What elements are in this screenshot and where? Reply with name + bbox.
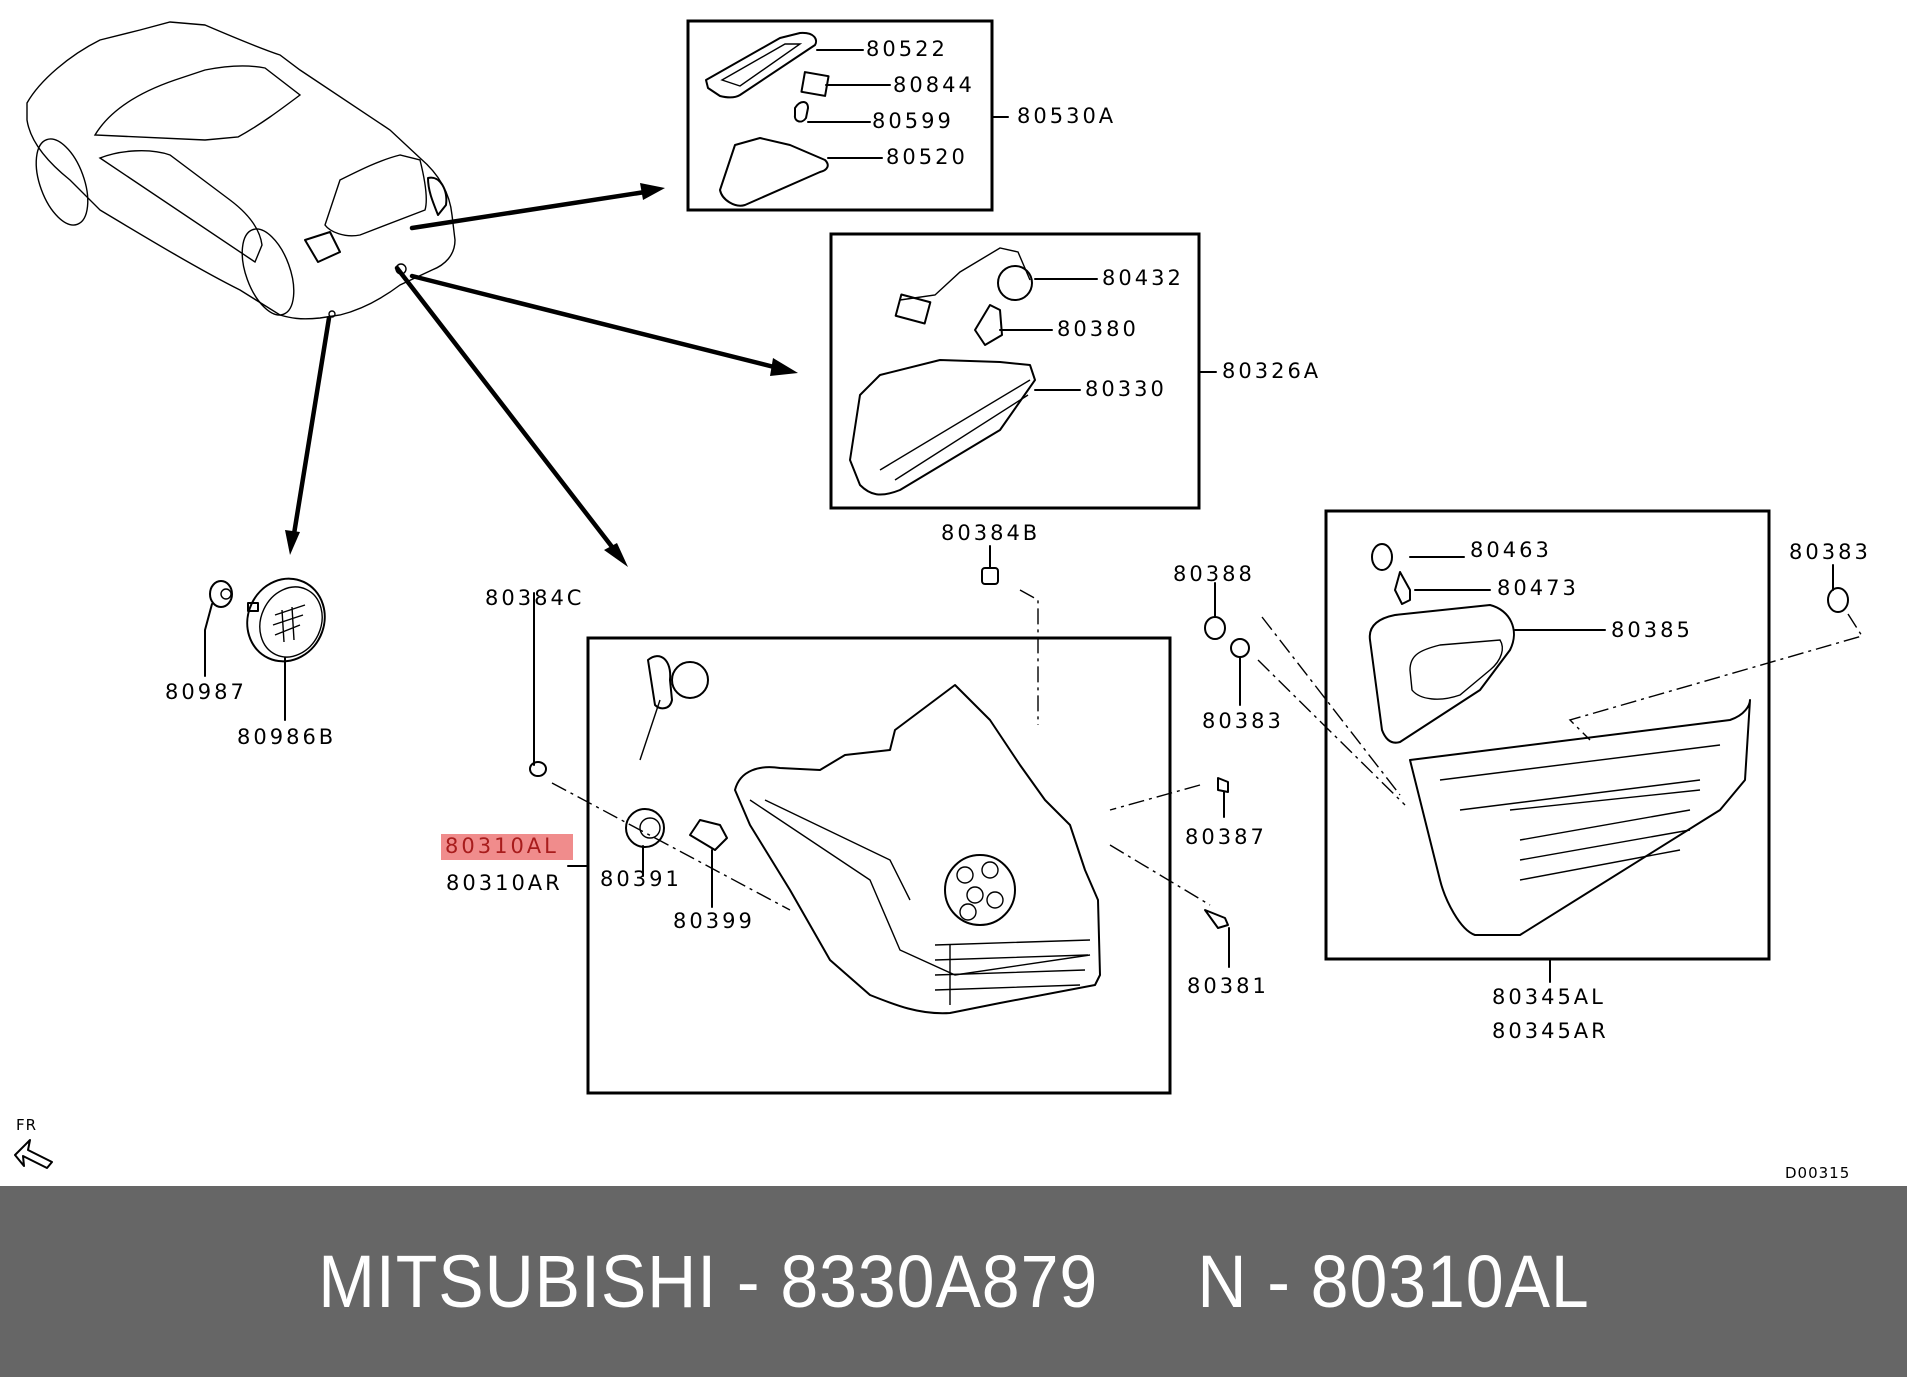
part-number-banner: MITSUBISHI - 8330A879 N - 80310AL (0, 1186, 1907, 1377)
diagram-code: D00315 (1785, 1164, 1851, 1182)
arrow-head-icon (604, 543, 628, 567)
assembly-label[interactable]: 80345AR (1492, 1019, 1609, 1043)
license-lamp-box (686, 19, 994, 212)
front-direction-label: FR (16, 1116, 38, 1134)
arrow-head-icon (285, 530, 300, 555)
side-lamp-parts-icon (849, 247, 1036, 496)
inner-lamp-assembly-icon (1368, 543, 1751, 936)
part-label[interactable]: 80387 (1185, 825, 1267, 849)
part-label[interactable]: 80391 (600, 867, 682, 891)
part-label[interactable]: 80383 (1202, 709, 1284, 733)
part-label[interactable]: 80388 (1173, 562, 1255, 586)
banner-text: MITSUBISHI - 8330A879 N - 80310AL (317, 1240, 1590, 1323)
part-label[interactable]: 80520 (886, 145, 968, 169)
reflector-icon (209, 577, 326, 663)
parts-diagram: 80522 80844 80599 80520 80530A 80432 803… (14, 19, 1871, 1182)
part-label[interactable]: 80384B (941, 521, 1041, 545)
front-direction-arrow-icon (14, 1139, 53, 1169)
part-label[interactable]: 80399 (673, 909, 755, 933)
assembly-label[interactable]: 80310AR (446, 871, 563, 895)
part-label[interactable]: 80844 (893, 73, 975, 97)
rear-lamp-assembly-icon (625, 655, 1101, 1015)
part-label[interactable]: 80383 (1789, 540, 1871, 564)
assembly-label[interactable]: 80345AL (1492, 985, 1606, 1009)
assembly-label[interactable]: 80326A (1222, 359, 1322, 383)
part-label[interactable]: 80384C (485, 586, 585, 610)
vehicle-outline-icon (26, 21, 456, 320)
part-label[interactable]: 80330 (1085, 377, 1167, 401)
pointer-arrows (285, 183, 798, 567)
arrow-head-icon (770, 358, 798, 376)
part-label[interactable]: 80987 (165, 680, 247, 704)
part-label[interactable]: 80986B (237, 725, 337, 749)
inner-lamp-box (1324, 509, 1771, 961)
diagram-drawing (14, 19, 1864, 1169)
arrow-head-icon (640, 183, 665, 200)
part-label[interactable]: 80380 (1057, 317, 1139, 341)
part-label[interactable]: 80522 (866, 37, 948, 61)
part-label[interactable]: 80432 (1102, 266, 1184, 290)
part-label[interactable]: 80599 (872, 109, 954, 133)
part-label[interactable]: 80385 (1611, 618, 1693, 642)
part-label[interactable]: 80473 (1497, 576, 1579, 600)
selected-assembly-label[interactable]: 80310AL (441, 834, 573, 860)
part-label[interactable]: 80463 (1470, 538, 1552, 562)
assembly-label[interactable]: 80530A (1017, 104, 1117, 128)
license-lamp-parts-icon (705, 31, 830, 207)
part-label[interactable]: 80381 (1187, 974, 1269, 998)
